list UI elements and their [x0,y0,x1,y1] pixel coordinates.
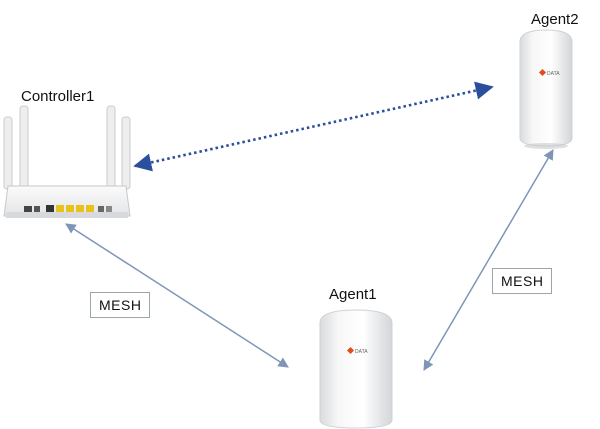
agent2-label: Agent2 [531,11,579,28]
dotted-link-controller-agent2 [133,81,494,172]
mesh-link-agent1-agent2 [423,149,554,371]
controller-label: Controller1 [21,88,95,105]
mesh-link-controller-agent1 [65,223,289,368]
agent1-brand-logo: DATA [346,346,368,355]
controller-router [3,105,131,218]
agent1-label: Agent1 [329,286,377,303]
agent1-device: DATA [319,309,393,429]
mesh-label-controller-agent1: MESH [90,292,151,318]
svg-text:DATA: DATA [547,71,560,77]
svg-text:DATA: DATA [355,349,368,355]
agent2-device: DATA [519,29,573,149]
mesh-label-agent1-agent2: MESH [492,268,553,294]
agent2-brand-logo: DATA [538,68,560,77]
